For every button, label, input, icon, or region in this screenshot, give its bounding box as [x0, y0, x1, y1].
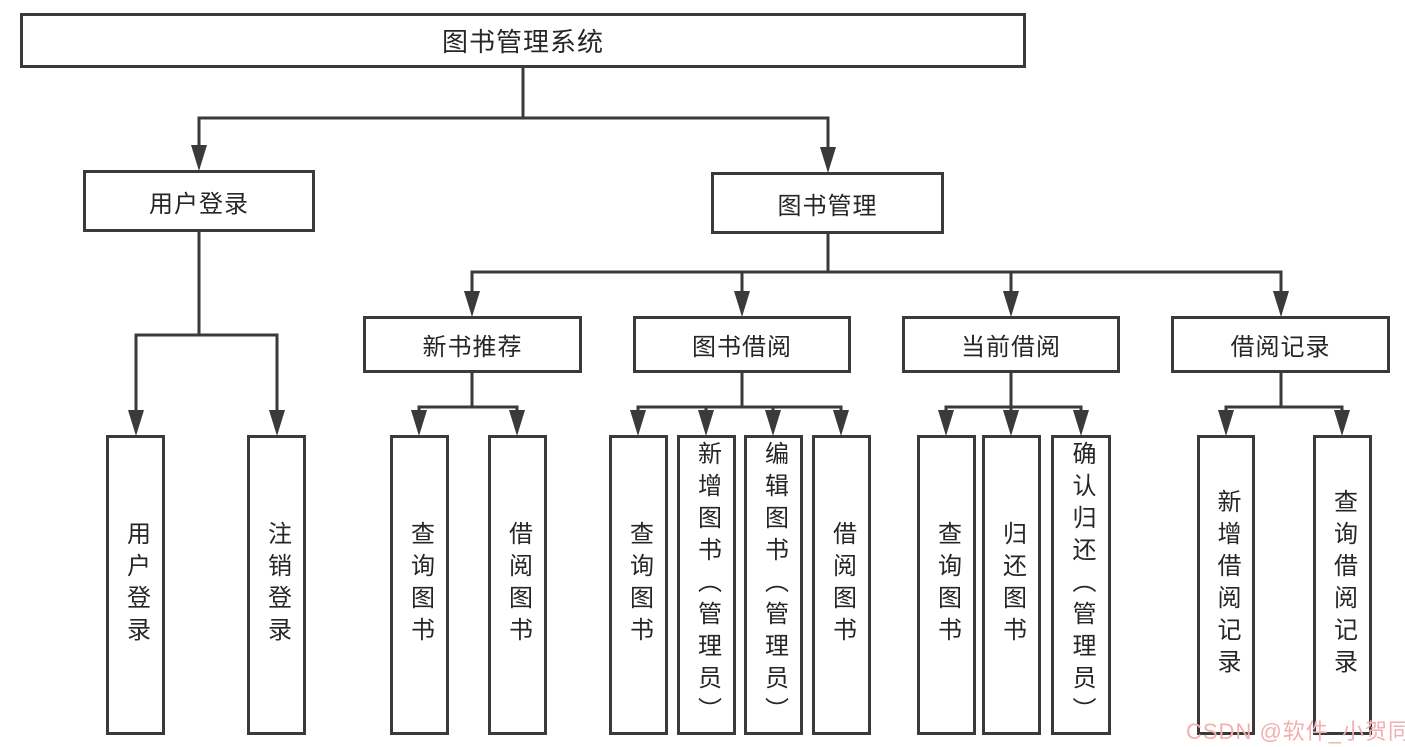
leaf-current-confirm-return-admin: 确认归还（管理员） [1051, 435, 1111, 735]
node-current-borrowing: 当前借阅 [902, 316, 1120, 373]
leaf-label: 查询借阅记录 [1329, 489, 1357, 681]
leaf-label: 新增借阅记录 [1213, 489, 1240, 681]
node-label: 图书管理 [777, 192, 878, 220]
leaf-user-login: 用户登录 [106, 435, 165, 735]
node-root-library-system: 图书管理系统 [20, 13, 1026, 68]
leaf-records-query-record: 查询借阅记录 [1313, 435, 1372, 735]
node-user-login-branch: 用户登录 [83, 170, 315, 232]
leaf-label: 归还图书 [998, 521, 1026, 649]
leaf-label: 查询图书 [625, 521, 653, 649]
node-label: 图书借阅 [692, 334, 792, 361]
leaf-label: 查询图书 [406, 521, 434, 649]
node-label: 新书推荐 [422, 334, 523, 361]
leaf-label: 用户登录 [122, 521, 150, 649]
leaf-logout: 注销登录 [247, 435, 306, 735]
node-book-borrowing: 图书借阅 [633, 316, 851, 373]
connector-path [134, 68, 1344, 409]
node-new-book-recommend: 新书推荐 [363, 316, 582, 373]
node-label: 当前借阅 [961, 334, 1061, 361]
leaf-label: 借阅图书 [504, 521, 532, 649]
leaf-borrowing-query-books: 查询图书 [609, 435, 668, 735]
leaf-recommend-borrow-books: 借阅图书 [488, 435, 547, 735]
leaf-current-return-books: 归还图书 [982, 435, 1041, 735]
node-label: 图书管理系统 [441, 27, 604, 57]
leaf-borrowing-edit-books-admin: 编辑图书（管理员） [744, 435, 803, 735]
leaf-label: 确认归还（管理员） [1068, 441, 1095, 729]
leaf-borrowing-add-books-admin: 新增图书（管理员） [677, 435, 736, 735]
leaf-label: 查询图书 [933, 521, 961, 649]
node-book-management-branch: 图书管理 [711, 172, 944, 234]
leaf-label: 新增图书（管理员） [693, 441, 721, 729]
leaf-current-query-books: 查询图书 [917, 435, 976, 735]
leaf-records-add-record: 新增借阅记录 [1197, 435, 1255, 735]
leaf-label: 借阅图书 [828, 521, 856, 649]
leaf-label: 注销登录 [263, 521, 291, 649]
node-label: 借阅记录 [1230, 334, 1331, 361]
arrowheads [128, 145, 1350, 436]
node-borrowing-records: 借阅记录 [1171, 316, 1390, 373]
leaf-recommend-query-books: 查询图书 [390, 435, 449, 735]
leaf-borrowing-borrow-books: 借阅图书 [812, 435, 871, 735]
csdn-watermark: CSDN @软件_小贺同学 [1186, 719, 1405, 744]
node-label: 用户登录 [149, 190, 249, 218]
leaf-label: 编辑图书（管理员） [760, 441, 788, 729]
